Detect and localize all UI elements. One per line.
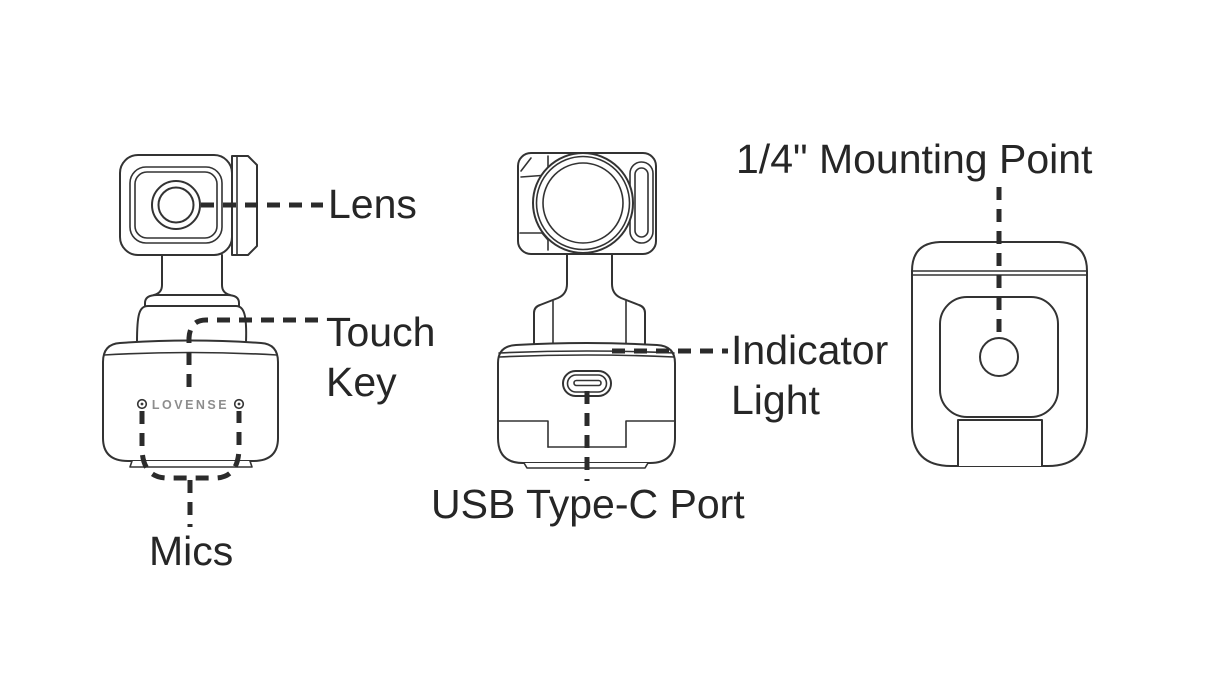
mic-hole-icon xyxy=(233,398,245,410)
gimbal-arm xyxy=(533,251,568,345)
usb-c-tongue xyxy=(573,379,602,387)
base-notch xyxy=(625,420,676,448)
front-view: LOVENSE xyxy=(102,154,279,468)
side-slot-inner xyxy=(634,167,649,238)
hinge-chamfer xyxy=(520,157,532,172)
usb-port-label: USB Type-C Port xyxy=(431,481,745,527)
mics-label: Mics xyxy=(149,528,234,574)
base-notch xyxy=(497,420,549,448)
lens-bezel-outer xyxy=(129,166,223,244)
camera-head-side xyxy=(231,155,258,256)
gimbal-motor-ring xyxy=(535,155,631,251)
bottom-tab xyxy=(957,419,1043,467)
touch-key-label: Touch Key xyxy=(326,309,436,405)
gimbal-neck xyxy=(221,254,231,296)
side-view xyxy=(497,152,676,469)
indicator-band-line xyxy=(498,350,675,354)
mounting-point-label: 1/4" Mounting Point xyxy=(736,136,1093,182)
callout-lines xyxy=(139,187,1002,527)
mic-hole-icon xyxy=(136,398,148,410)
bottom-view xyxy=(911,241,1088,467)
lens-outer-ring xyxy=(151,180,201,230)
touch-key-callout-line xyxy=(186,317,318,393)
mics-callout-outline xyxy=(139,411,242,481)
lens-glass xyxy=(157,186,195,224)
indicator-light-label: Indicator Light xyxy=(731,327,889,423)
base-foot-plate xyxy=(129,460,253,468)
lens-label: Lens xyxy=(328,181,417,227)
gimbal-motor-ring xyxy=(532,152,634,254)
lens-bezel-inner xyxy=(134,171,218,239)
brand-logo: LOVENSE xyxy=(152,398,229,412)
indicator-band-line xyxy=(498,354,675,358)
gimbal-arm xyxy=(611,251,646,345)
base-body xyxy=(102,339,279,462)
gimbal-neck xyxy=(153,254,163,296)
gimbal-pedestal xyxy=(144,294,240,308)
base-bottom-shell xyxy=(911,241,1088,467)
mounting-hole xyxy=(979,337,1019,377)
gimbal-motor-ring xyxy=(542,162,624,244)
